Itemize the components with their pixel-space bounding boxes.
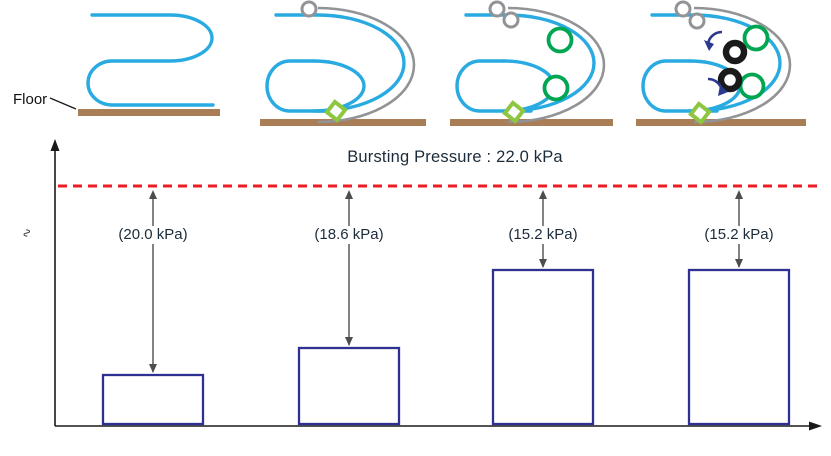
- headroom-arrowhead-up: [539, 190, 547, 199]
- pressure-bar: [101, 373, 205, 426]
- holding-roller-icon: [738, 72, 766, 100]
- tube-fold-icon: [455, 59, 521, 113]
- floor-callout-line: [49, 97, 77, 110]
- y-axis-break-mark: ∿: [20, 227, 35, 239]
- everting-tube-icon: [650, 13, 782, 113]
- guide-roller-icon: [688, 12, 706, 30]
- everting-tube-icon: [86, 13, 215, 107]
- headroom-arrowhead-down: [149, 364, 157, 373]
- guide-roller-icon: [300, 0, 318, 18]
- outer-sheath-icon: [507, 6, 606, 124]
- floor-bar: [78, 109, 220, 116]
- headroom-arrowhead-up: [735, 190, 743, 199]
- headroom-arrowhead-up: [345, 190, 353, 199]
- floor-bar: [636, 119, 806, 126]
- rotation-arrow-icon: [706, 30, 723, 45]
- diagrams-panel: [49, 0, 806, 126]
- headroom-label: (15.2 kPa): [700, 226, 778, 244]
- tube-fold-icon: [265, 59, 333, 113]
- everting-tube-icon: [464, 13, 596, 113]
- bursting-pressure-title: Bursting Pressure : 22.0 kPa: [347, 148, 563, 166]
- tip-clamp-icon: [502, 100, 526, 124]
- everting-tube-icon: [274, 13, 406, 113]
- rotation-arrowhead-icon: [704, 40, 714, 51]
- holding-roller-icon: [742, 24, 770, 52]
- pressure-bar: [687, 268, 791, 426]
- pressure-bar: [491, 268, 595, 426]
- outer-sheath-icon: [317, 6, 416, 124]
- driving-roller-icon: [717, 67, 743, 93]
- diagram-stage-2: [260, 0, 426, 126]
- headroom-arrowhead-down: [735, 259, 743, 268]
- guide-roller-icon: [502, 11, 520, 29]
- outer-sheath-icon: [693, 6, 792, 124]
- y-axis-arrowhead: [50, 139, 60, 151]
- headroom-label: (18.6 kPa): [310, 226, 388, 244]
- headroom-label: (15.2 kPa): [504, 226, 582, 244]
- tip-clamp-icon: [688, 101, 712, 125]
- floor-label: Floor: [13, 91, 48, 108]
- tube-fold-icon: [641, 59, 708, 113]
- pressure-chart: [50, 139, 822, 431]
- guide-roller-icon: [488, 0, 506, 18]
- headroom-arrowhead-down: [539, 259, 547, 268]
- x-axis-arrowhead: [809, 421, 822, 431]
- holding-roller-icon: [546, 26, 574, 54]
- floor-bar: [260, 119, 426, 126]
- diagram-stage-1: [78, 13, 220, 116]
- floor-bar: [450, 119, 613, 126]
- headroom-arrowhead-up: [149, 190, 157, 199]
- pressure-bar: [297, 346, 401, 426]
- headroom-arrowhead-down: [345, 337, 353, 346]
- guide-roller-icon: [674, 0, 692, 18]
- holding-roller-icon: [542, 74, 570, 102]
- diagram-stage-3: [450, 0, 613, 126]
- rotation-arrowhead-icon: [718, 85, 728, 96]
- driving-roller-icon: [722, 39, 748, 65]
- diagram-stage-4: [636, 0, 806, 126]
- headroom-label: (20.0 kPa): [114, 226, 192, 244]
- tip-clamp-icon: [324, 99, 348, 123]
